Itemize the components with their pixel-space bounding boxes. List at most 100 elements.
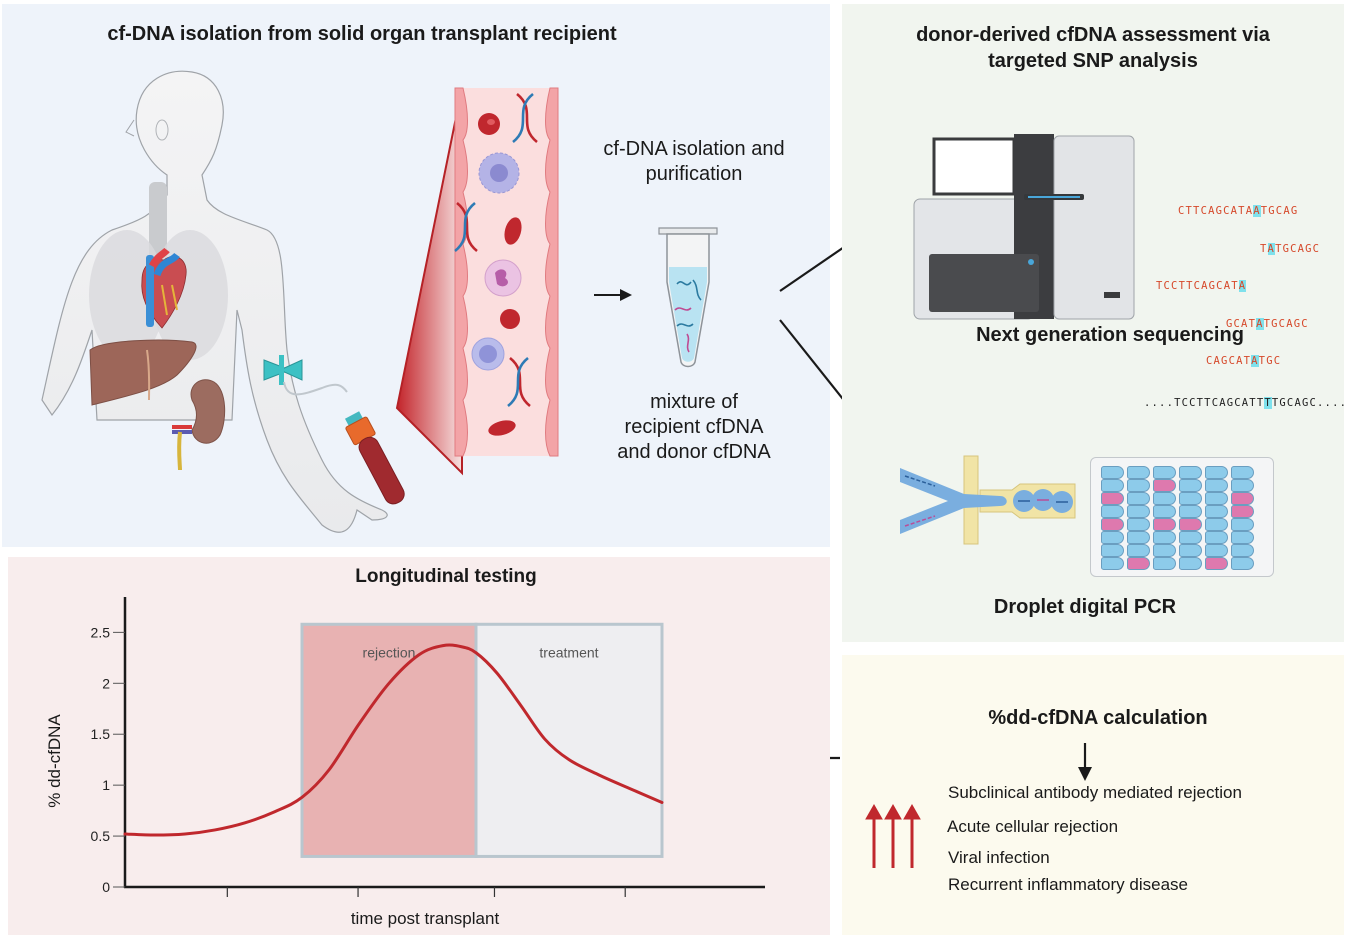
y-tick-label: 1 (102, 777, 110, 793)
longitudinal-panel: Longitudinal testing rejection treatment 0… (8, 557, 830, 935)
x-axis-label: time post transplant (351, 909, 500, 928)
assessment-title-line-2: targeted SNP analysis (988, 50, 1198, 72)
isolation-step-label: cf-DNA isolation and purification (562, 137, 826, 187)
droplet-well-negative (1127, 492, 1150, 505)
y-tick-label: 0.5 (91, 828, 111, 844)
assessment-title-line-1: donor-derived cfDNA assessment via (916, 24, 1270, 46)
calculation-panel: %dd-cfDNA calculation Subclinical antibo… (842, 655, 1344, 935)
droplet-well-negative (1205, 492, 1228, 505)
droplet-well-negative (1179, 466, 1202, 479)
condition-item: Recurrent inflammatory disease (948, 875, 1188, 894)
y-tick-label: 2 (102, 675, 110, 691)
butterfly-needle-icon (263, 355, 348, 396)
droplet-well-negative (1231, 544, 1254, 557)
droplet-plate (1090, 457, 1274, 577)
region-treatment (474, 622, 664, 858)
droplet-well-positive (1205, 557, 1228, 570)
droplet-well-positive (1153, 518, 1176, 531)
sequence-read: TCCTTCAGCATA (1156, 280, 1247, 292)
droplet-well-positive (1127, 557, 1150, 570)
isolation-title: cf-DNA isolation from solid organ transp… (107, 23, 617, 45)
droplet-well-negative (1179, 479, 1202, 492)
y-tick-label: 0 (102, 879, 110, 895)
droplet-well-negative (1231, 466, 1254, 479)
arrow-down-icon (1078, 743, 1092, 781)
droplet-well-positive (1231, 505, 1254, 518)
droplet-well-negative (1101, 466, 1124, 479)
droplet-well-negative (1101, 531, 1124, 544)
droplet-well-negative (1205, 505, 1228, 518)
series-line (123, 643, 664, 837)
droplet-well-negative (1205, 466, 1228, 479)
droplet-well-negative (1179, 544, 1202, 557)
droplet-well-negative (1179, 505, 1202, 518)
droplet-well-negative (1153, 531, 1176, 544)
condition-item: Subclinical antibody mediated rejection (948, 783, 1242, 802)
droplet-well-negative (1101, 505, 1124, 518)
droplet-generator-icon (900, 455, 1076, 545)
reference-sequence: ....TCCTTCAGCATTTTGCAGC.... (1144, 396, 1348, 409)
condition-item: Acute cellular rejection (947, 817, 1119, 836)
kidney-icon (190, 379, 226, 444)
human-body-icon (41, 70, 405, 533)
droplet-well-negative (1153, 466, 1176, 479)
arrow-right-icon (594, 289, 632, 301)
droplet-well-negative (1153, 557, 1176, 570)
droplet-well-positive (1231, 492, 1254, 505)
ngs-label: Next generation sequencing (976, 324, 1244, 346)
sequence-read: GCATATGCAGC (1226, 317, 1309, 330)
droplet-well-negative (1127, 505, 1150, 518)
droplet-well-negative (1205, 518, 1228, 531)
y-tick-label: 1.5 (91, 726, 111, 742)
droplet-well-positive (1179, 518, 1202, 531)
droplet-well-negative (1205, 531, 1228, 544)
condition-item: Viral infection (948, 848, 1050, 867)
calculation-title: %dd-cfDNA calculation (988, 707, 1208, 729)
droplet-well-negative (1205, 479, 1228, 492)
droplet-well-positive (1153, 479, 1176, 492)
droplet-well-positive (1101, 518, 1124, 531)
blood-vessel-icon (454, 87, 559, 457)
droplet-well-negative (1231, 557, 1254, 570)
sequence-read: CAGCATATGC (1206, 355, 1282, 367)
isolation-step-line-2: purification (645, 163, 743, 185)
isolation-panel: cf-DNA isolation from solid organ transp… (2, 4, 830, 547)
region-label-rejection: rejection (363, 644, 416, 660)
blood-tube-icon (344, 411, 405, 505)
droplet-well-positive (1101, 492, 1124, 505)
region-label-treatment: treatment (539, 644, 598, 660)
increase-arrows-icon (865, 803, 921, 868)
droplet-well-negative (1101, 557, 1124, 570)
droplet-well-negative (1231, 479, 1254, 492)
droplet-well-negative (1179, 531, 1202, 544)
assessment-title: donor-derived cfDNA assessment via targe… (842, 22, 1344, 74)
heart-icon (141, 247, 187, 329)
droplet-well-negative (1153, 492, 1176, 505)
mixture-line-3: and donor cfDNA (617, 441, 771, 463)
y-axis-label: % dd-cfDNA (45, 714, 64, 808)
sequence-alignment: CTTCAGCATAATGCAG TATGCAGC TCCTTCAGCATA G… (1144, 180, 1348, 434)
mixture-label: mixture of recipient cfDNA and donor cfD… (562, 390, 826, 465)
droplet-well-negative (1127, 544, 1150, 557)
sequence-read: TATGCAGC (1260, 242, 1321, 255)
isolation-step-line-1: cf-DNA isolation and (603, 138, 785, 160)
chart-title: Longitudinal testing (355, 566, 537, 587)
sequencer-icon (913, 134, 1135, 320)
droplet-well-negative (1127, 518, 1150, 531)
droplet-well-negative (1101, 479, 1124, 492)
droplet-well-negative (1179, 557, 1202, 570)
mixture-line-2: recipient cfDNA (624, 416, 764, 438)
ddpcr-label: Droplet digital PCR (993, 596, 1177, 618)
liver-icon (89, 339, 197, 406)
droplet-well-negative (1127, 466, 1150, 479)
assessment-panel: donor-derived cfDNA assessment via targe… (842, 4, 1348, 642)
droplet-well-negative (1153, 505, 1176, 518)
droplet-well-negative (1179, 492, 1202, 505)
droplet-well-negative (1231, 518, 1254, 531)
y-tick-label: 2.5 (91, 624, 111, 640)
droplet-well-negative (1127, 479, 1150, 492)
droplet-well-negative (1231, 531, 1254, 544)
droplet-well-negative (1205, 544, 1228, 557)
region-rejection (300, 622, 478, 858)
droplet-well-negative (1153, 544, 1176, 557)
